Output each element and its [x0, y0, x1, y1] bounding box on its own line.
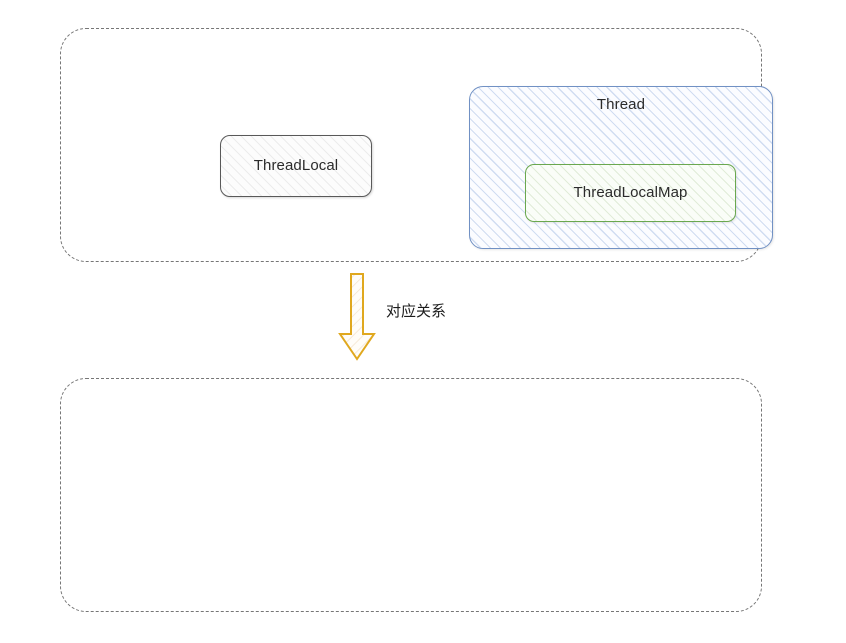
- group-frame-netty: FastThreadLocal FastThreadLocalThread In…: [60, 378, 762, 612]
- down-block-arrow: [337, 272, 377, 362]
- group-frame-jdk: ThreadLocal Thread ThreadLocalMap: [60, 28, 773, 262]
- box-threadlocal[interactable]: ThreadLocal: [220, 135, 372, 197]
- box-threadlocalmap-label: ThreadLocalMap: [573, 184, 688, 201]
- box-threadlocal-label: ThreadLocal: [253, 157, 339, 174]
- arrow-caption-label: 对应关系: [386, 302, 447, 320]
- box-thread[interactable]: Thread ThreadLocalMap: [469, 86, 773, 249]
- box-threadlocalmap[interactable]: ThreadLocalMap: [525, 164, 736, 222]
- box-thread-label: Thread: [596, 96, 646, 113]
- down-block-arrow-svg: [338, 273, 376, 361]
